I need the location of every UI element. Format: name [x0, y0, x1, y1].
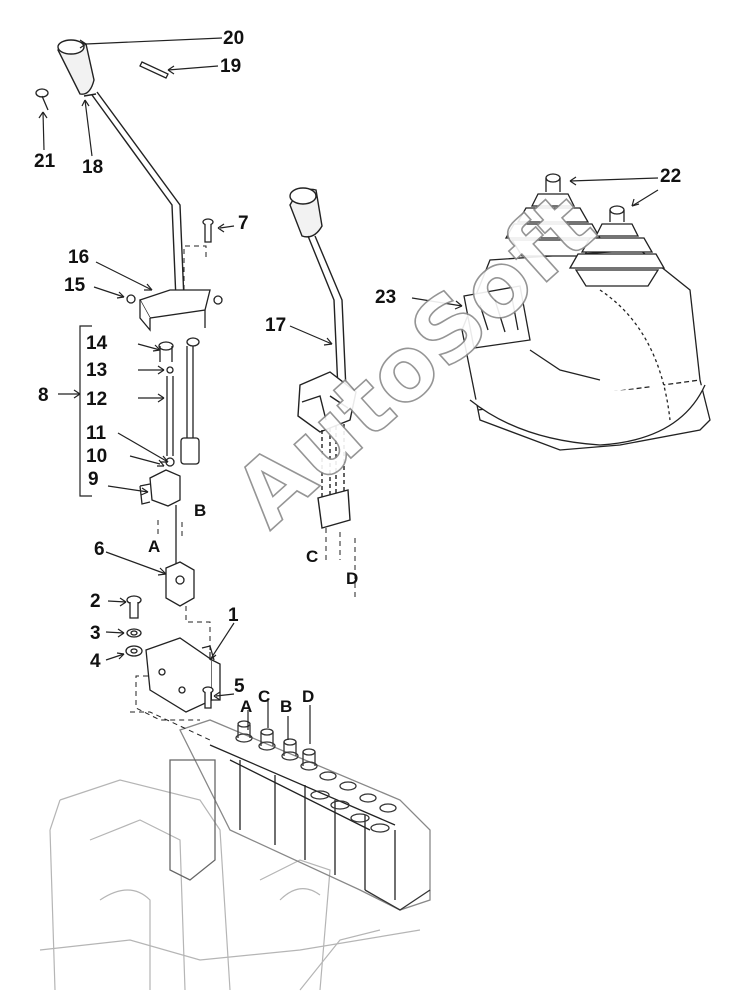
right-control-lever [289, 187, 357, 529]
label-part-10: 10 [86, 446, 108, 467]
label-part-7: 7 [238, 213, 249, 234]
bolt-2 [126, 595, 142, 619]
label-part-15: 15 [64, 275, 86, 296]
label-part-9: 9 [88, 469, 99, 490]
label-part-17: 17 [265, 315, 287, 336]
label-part-5: 5 [234, 676, 245, 697]
label-part-13: 13 [86, 360, 108, 381]
screw-21 [35, 88, 49, 111]
washer-3 [126, 628, 142, 638]
label-part-11: 11 [86, 423, 107, 444]
label-part-21: 21 [34, 151, 56, 172]
label-connection-d-upper: D [346, 569, 359, 588]
left-control-lever [57, 39, 185, 301]
console-cover [461, 249, 711, 451]
label-connection-c-upper: C [306, 547, 319, 566]
label-part-8: 8 [38, 385, 49, 406]
label-connection-b-upper: B [194, 501, 207, 520]
linkage-rods [139, 337, 200, 507]
label-part-18: 18 [82, 157, 104, 178]
swivel-block [165, 505, 195, 607]
label-connection-a-upper: A [148, 537, 161, 556]
label-connection-a-valve: A [240, 697, 253, 716]
rubber-boot-right [568, 205, 666, 287]
label-part-19: 19 [220, 56, 242, 77]
label-part-14: 14 [86, 333, 108, 354]
label-part-4: 4 [90, 651, 101, 672]
label-part-20: 20 [223, 28, 245, 49]
label-connection-b-valve: B [280, 697, 293, 716]
control-valve-block [169, 719, 431, 911]
rubber-boot-left [504, 173, 602, 257]
label-part-1: 1 [228, 605, 239, 626]
label-part-2: 2 [90, 591, 101, 612]
label-part-12: 12 [86, 389, 108, 410]
label-part-22: 22 [660, 166, 682, 187]
phantom-lines [130, 245, 356, 741]
label-part-6: 6 [94, 539, 105, 560]
label-connection-d-valve: D [302, 687, 315, 706]
label-part-23: 23 [375, 287, 397, 308]
chassis-frame [39, 779, 421, 991]
label-connection-c-valve: C [258, 687, 271, 706]
bolt-7 [202, 218, 214, 243]
label-part-3: 3 [90, 623, 101, 644]
label-part-16: 16 [68, 247, 90, 268]
pin-19 [139, 61, 169, 79]
leader-lines [38, 37, 659, 744]
washer-4 [125, 645, 143, 657]
mounting-bracket [126, 289, 223, 332]
bolt-5 [202, 686, 214, 709]
